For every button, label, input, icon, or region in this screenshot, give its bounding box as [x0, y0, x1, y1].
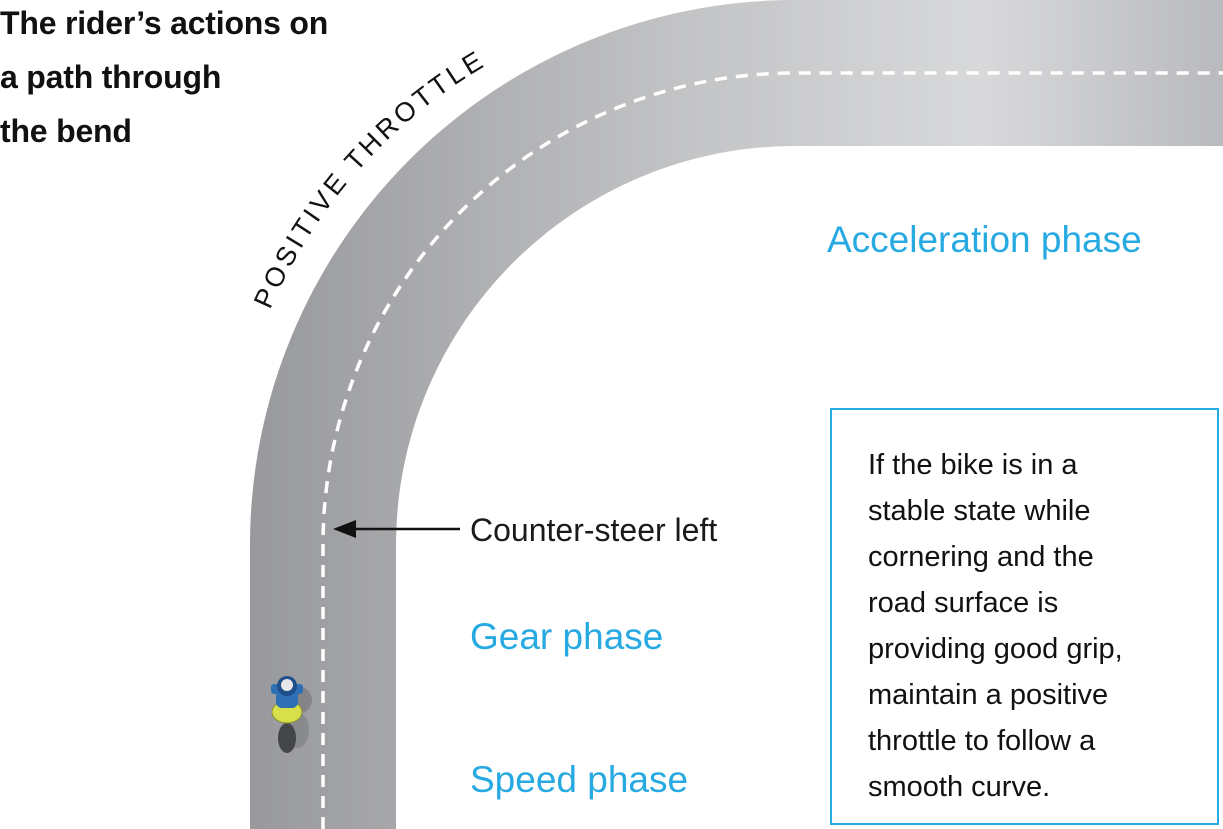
info-line-1: If the bike is in a	[868, 449, 1078, 481]
motorcycle-rider-top-view-icon	[271, 676, 312, 753]
counter-steer-label: Counter-steer left	[470, 512, 718, 548]
info-line-5: providing good grip,	[868, 633, 1123, 665]
info-box: If the bike is in a stable state while c…	[830, 408, 1219, 825]
info-line-6: maintain a positive	[868, 679, 1109, 711]
gear-phase-label: Gear phase	[470, 616, 664, 657]
diagram-title: The rider’s actions on a path through th…	[0, 0, 420, 158]
acceleration-phase-label: Acceleration phase	[827, 219, 1142, 260]
arrow-left-icon	[333, 520, 460, 538]
info-line-7: throttle to follow a	[868, 725, 1096, 757]
info-line-2: stable state while	[868, 495, 1091, 527]
info-line-8: smooth curve.	[868, 771, 1051, 803]
title-line-3: the bend	[0, 113, 132, 149]
info-line-4: road surface is	[868, 587, 1059, 619]
speed-phase-label: Speed phase	[470, 759, 689, 800]
title-line-2: a path through	[0, 59, 222, 95]
title-line-1: The rider’s actions on	[0, 5, 329, 41]
road	[250, 0, 1223, 829]
center-line	[321, 71, 1223, 829]
info-line-3: cornering and the	[868, 541, 1094, 573]
